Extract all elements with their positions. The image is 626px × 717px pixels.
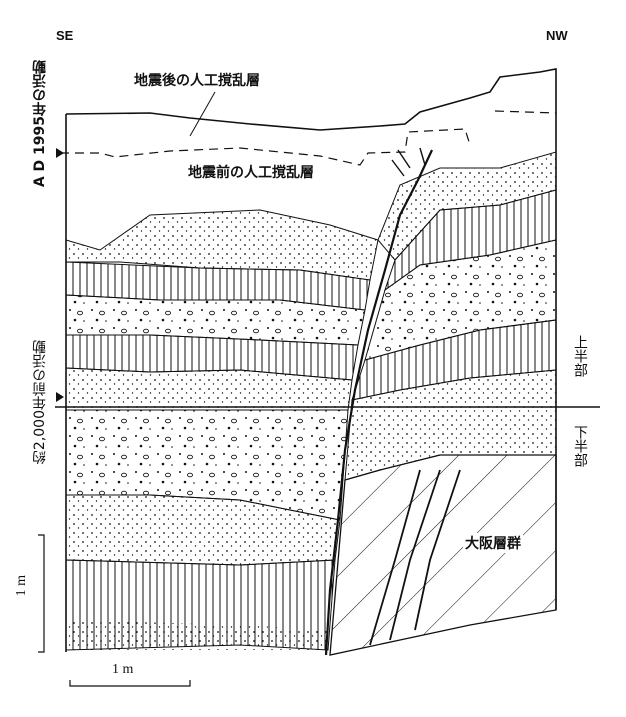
event-bp2000-label: 約2,000年前の活動 <box>32 340 48 465</box>
event-ad1995-label: A D 1995年の活動 <box>32 60 48 188</box>
label-osaka-group: 大阪層群 <box>463 533 523 553</box>
osaka-group-unit <box>329 454 557 656</box>
section-lower-label: 下半部 <box>572 425 588 467</box>
leader-line <box>189 91 216 137</box>
secondary-fault-strands <box>369 469 461 646</box>
horizontal-scale-bar <box>69 680 191 687</box>
fault-trace <box>324 149 433 656</box>
fault-tip-fractures <box>391 147 426 177</box>
label-post-quake-fill: 地震後の人工撹乱層 <box>134 73 260 89</box>
vertical-scale-bar <box>38 534 45 653</box>
sand-layer-upper <box>65 209 379 281</box>
ad1995-marker-icon <box>56 148 64 158</box>
dashed-horizon-nw <box>494 110 557 114</box>
ad1995-event-horizon <box>60 128 471 166</box>
direction-nw: NW <box>546 28 568 43</box>
horizontal-scale-label: 1 m <box>112 662 134 677</box>
section-upper-label: 上半部 <box>572 335 588 377</box>
sand-layer-base <box>66 620 328 650</box>
vertical-scale-label: 1 m <box>14 575 29 597</box>
label-pre-quake-fill: 地震前の人工撹乱層 <box>188 165 314 181</box>
bp2000-marker-icon <box>56 392 64 402</box>
direction-se: SE <box>56 28 74 43</box>
